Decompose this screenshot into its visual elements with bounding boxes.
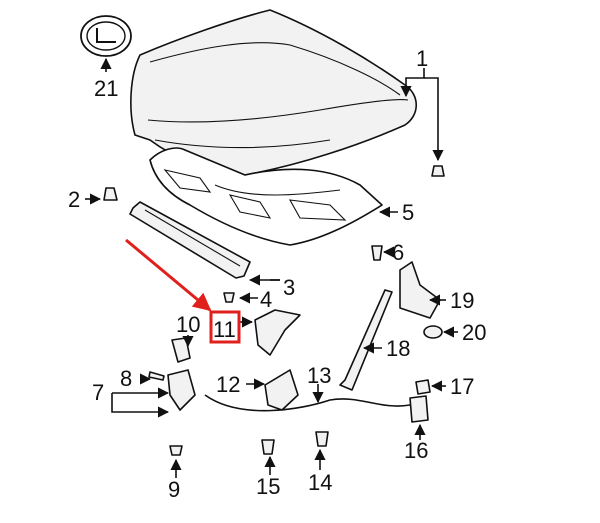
callout-14: 14 <box>308 470 332 495</box>
highlight-arrow <box>125 238 212 312</box>
bolt-part-4 <box>223 292 235 303</box>
hood-seal-strip <box>129 201 251 279</box>
bolt-part-6 <box>371 245 383 261</box>
callout-4: 4 <box>260 287 272 312</box>
callout-5: 5 <box>402 200 414 225</box>
emblem-icon <box>80 15 132 57</box>
hood-inner-frame <box>149 147 383 246</box>
hinge-part-11 <box>254 309 301 356</box>
callout-1: 1 <box>416 46 428 71</box>
callout-19: 19 <box>450 288 474 313</box>
hood-support-rod-part-18 <box>339 289 393 391</box>
callout-10: 10 <box>176 312 200 337</box>
screw-part-8 <box>148 371 165 381</box>
callout-12: 12 <box>216 372 240 397</box>
callout-8: 8 <box>120 366 132 391</box>
highlight-annotation <box>125 238 241 344</box>
clip-part-15 <box>261 439 275 455</box>
callout-3: 3 <box>283 275 295 300</box>
clip-part-14 <box>315 431 329 447</box>
bumper-cushion-part-2 <box>103 187 118 201</box>
cable-holder-part-16 <box>409 395 429 423</box>
callout-16: 16 <box>404 438 428 463</box>
callout-11: 11 <box>213 317 236 342</box>
callout-7: 7 <box>92 380 104 405</box>
callout-18: 18 <box>386 336 410 361</box>
callout-labels: 1 2 3 4 5 6 7 8 9 10 11 12 13 14 15 16 1… <box>68 46 486 502</box>
leader-lines <box>85 57 458 478</box>
callout-6: 6 <box>392 240 404 265</box>
highlight-box <box>209 310 241 344</box>
clip-part-1-small <box>431 165 445 177</box>
hood-panel <box>130 9 418 176</box>
callout-9: 9 <box>168 477 180 502</box>
hinge-part-19 <box>399 261 441 319</box>
release-cable-part-13 <box>204 394 411 412</box>
latch-part-12 <box>264 369 299 411</box>
callout-13: 13 <box>307 363 331 388</box>
callout-2: 2 <box>68 187 80 212</box>
callout-15: 15 <box>256 474 280 499</box>
callout-20: 20 <box>462 320 486 345</box>
callout-17: 17 <box>450 374 474 399</box>
clip-part-9 <box>169 445 183 456</box>
cushion-part-20 <box>423 325 443 339</box>
bracket-part-7 <box>167 369 196 411</box>
clip-part-17 <box>415 379 431 395</box>
callout-21: 21 <box>94 76 118 101</box>
